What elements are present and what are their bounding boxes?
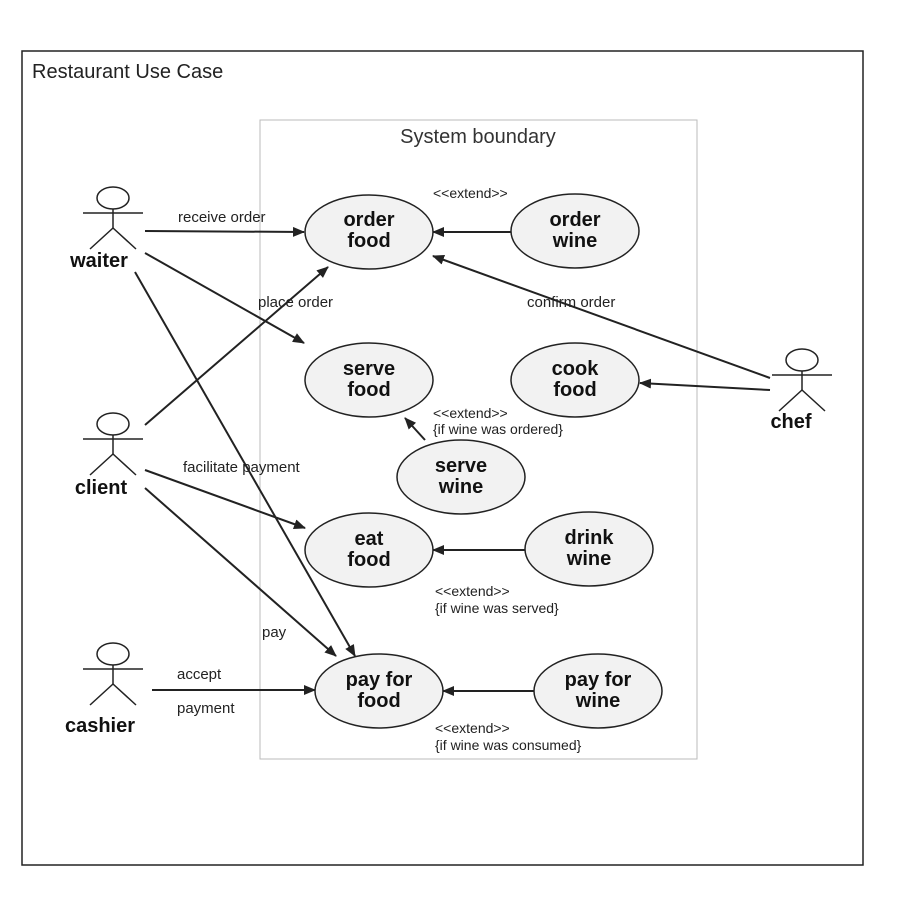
use-case-serve-food: serve food [304,342,434,418]
actor-chef: chef [770,348,832,433]
pay-label: pay [262,624,287,641]
chef-head-icon [785,348,819,372]
use-case-drink-wine-line2: wine [566,548,611,570]
use-case-order-food: order food [304,194,434,270]
pay-for-wine-extend-condition: {if wine was consumed} [435,737,582,753]
facilitate-payment-label: facilitate payment [183,459,301,476]
use-case-serve-wine: serve wine [396,439,526,515]
chef-to-cook-food-line [639,378,771,391]
actor-cashier: cashier [65,642,143,737]
use-case-eat-food-line1: eat [355,528,384,550]
use-case-order-wine-line2: wine [552,230,597,252]
use-case-cook-food-line2: food [553,379,596,401]
receive-order-label: receive order [178,209,266,226]
waiter-to-order-food-line [144,226,305,237]
actor-client: client [75,412,143,499]
use-case-drink-wine: drink wine [524,511,654,587]
actor-cashier-name: cashier [65,715,135,737]
actor-client-name: client [75,477,128,499]
use-case-pay-for-wine-line1: pay for [565,669,632,691]
serve-wine-extend-line [404,417,426,441]
use-case-cook-food: cook food [510,342,640,418]
use-case-serve-wine-line2: wine [438,476,483,498]
use-case-cook-food-line1: cook [552,358,600,380]
drink-wine-extend-condition: {if wine was served} [435,600,559,616]
client-to-order-food-line [144,266,329,426]
client-head-icon [96,412,130,436]
waiter-head-icon [96,186,130,210]
connectors [134,226,771,696]
use-case-order-wine: order wine [510,193,640,269]
use-case-pay-for-wine-line2: wine [575,690,620,712]
actor-waiter-name: waiter [69,250,128,272]
use-case-pay-for-food: pay for food [314,653,444,729]
cashier-head-icon [96,642,130,666]
chef-to-order-food-line [432,255,771,379]
accept-payment-label-line1: accept [177,666,222,683]
client-to-pay-for-food-line [144,487,337,657]
place-order-label: place order [258,294,333,311]
accept-payment-label-line2: payment [177,700,235,717]
drink-wine-extend-stereotype: <<extend>> [435,583,510,599]
use-case-order-food-line2: food [347,230,390,252]
use-case-order-wine-line1: order [549,209,600,231]
use-case-pay-for-food-line2: food [357,690,400,712]
system-boundary-title: System boundary [400,126,556,148]
pay-for-wine-extend-stereotype: <<extend>> [435,720,510,736]
waiter-to-pay-for-food-line [134,271,356,657]
waiter-to-serve-food-line [144,252,305,344]
order-wine-extend-stereotype: <<extend>> [433,185,508,201]
serve-wine-extend-condition: {if wine was ordered} [433,421,563,437]
use-case-order-food-line1: order [343,209,394,231]
client-to-eat-food-line [144,469,306,529]
serve-wine-extend-stereotype: <<extend>> [433,405,508,421]
use-case-pay-for-wine: pay for wine [533,653,663,729]
actor-waiter: waiter [69,186,143,272]
use-case-eat-food: eat food [304,512,434,588]
confirm-order-label: confirm order [527,294,615,311]
diagram-title: Restaurant Use Case [32,61,223,83]
actor-chef-name: chef [770,411,811,433]
use-case-eat-food-line2: food [347,549,390,571]
use-case-serve-food-line2: food [347,379,390,401]
use-case-serve-food-line1: serve [343,358,395,380]
use-case-pay-for-food-line1: pay for [346,669,413,691]
use-case-drink-wine-line1: drink [565,527,615,549]
use-case-serve-wine-line1: serve [435,455,487,477]
